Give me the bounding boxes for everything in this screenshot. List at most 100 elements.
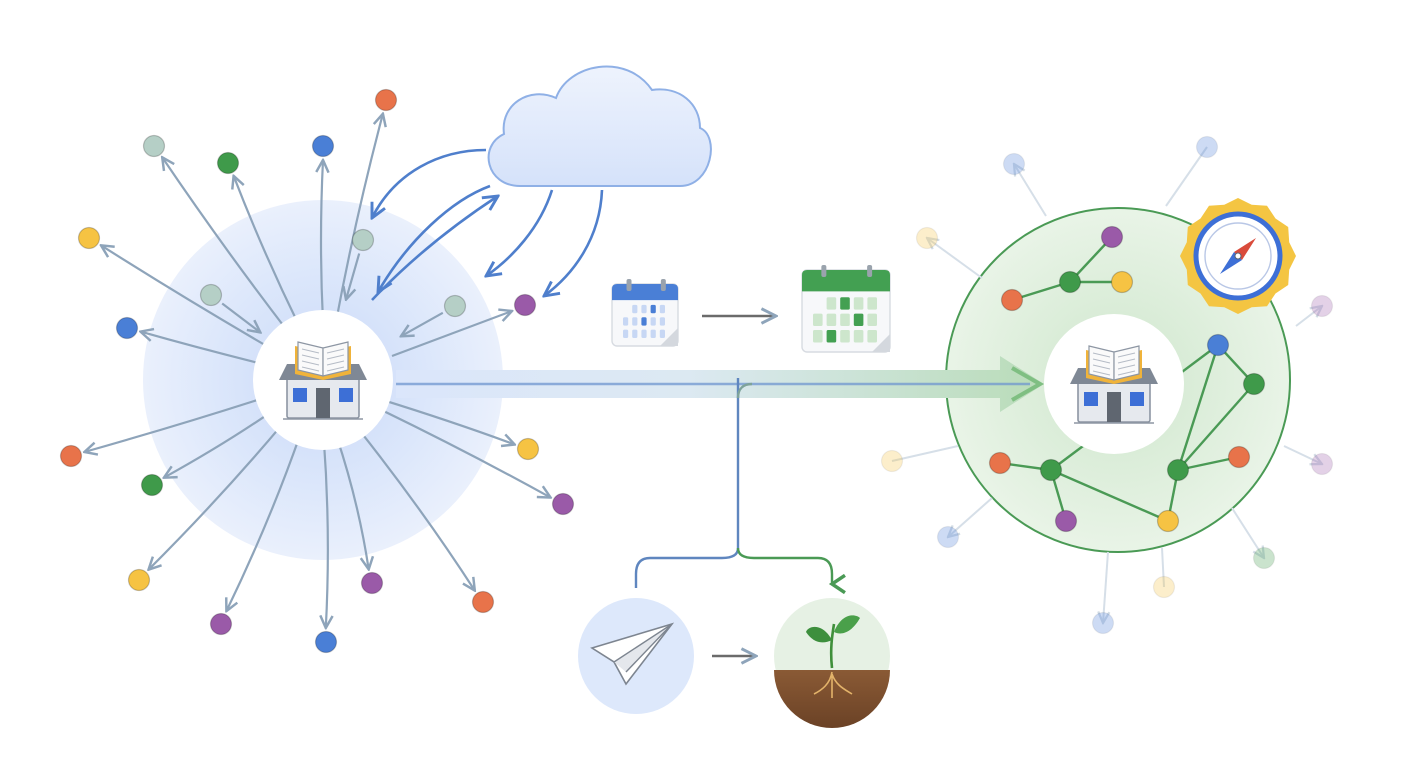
outer-node (59, 444, 83, 468)
faded-node (1002, 152, 1026, 176)
calendar-day (650, 329, 656, 339)
store-door (316, 388, 330, 418)
faded-link (1231, 507, 1264, 558)
flow-arrow-head (1011, 366, 1045, 402)
inner-node (199, 283, 223, 307)
book-page-right (322, 341, 349, 377)
book-line (1092, 370, 1111, 376)
cloud-icon (487, 65, 712, 187)
calendar-ring (626, 279, 632, 291)
calendar-day (840, 297, 850, 310)
network-node (1000, 288, 1024, 312)
book-line (1092, 364, 1111, 370)
calendar-day (632, 329, 638, 339)
spoke-arrow (162, 157, 290, 334)
inward-spoke-arrow (346, 253, 361, 300)
book-line (1117, 364, 1136, 370)
faded-node (915, 226, 939, 250)
calendar-ring (660, 279, 666, 291)
library-store-icon (1044, 314, 1184, 454)
faded-link (1283, 445, 1322, 464)
network-edge (1050, 468, 1169, 523)
layer-spokes (84, 114, 550, 628)
faded-link (1165, 146, 1208, 207)
inner-node (351, 228, 375, 252)
spoke-arrow (324, 437, 328, 628)
book-line (1092, 358, 1111, 364)
book-line (1117, 358, 1136, 364)
outer-node (142, 134, 166, 158)
store-door (1107, 392, 1121, 422)
spoke-arrow (226, 433, 302, 612)
book-page-right (1113, 345, 1140, 381)
sprout-stem (829, 623, 836, 669)
network-node (1039, 458, 1063, 482)
calendar-day (641, 304, 647, 314)
inner-node (443, 294, 467, 318)
layer-cloud (371, 65, 712, 301)
book-line (1092, 352, 1111, 358)
book-line (326, 360, 345, 366)
network-node (1058, 270, 1082, 294)
connector-to-sprout (736, 547, 846, 595)
calendar-day (867, 313, 877, 327)
calendar-day (867, 297, 877, 310)
calendar-day (826, 330, 837, 343)
faded-node (1152, 575, 1176, 599)
calendar-day (650, 304, 656, 314)
faded-node (1091, 611, 1115, 635)
outer-node (314, 630, 338, 654)
calendar-day (641, 329, 647, 339)
layer-faded-links (891, 146, 1322, 623)
store-window (1130, 392, 1144, 406)
network-node (1206, 333, 1230, 357)
faded-node (880, 449, 904, 473)
store-window (339, 388, 353, 402)
network-node (1110, 270, 1134, 294)
book-page-left (297, 341, 324, 377)
spoke-arrow (84, 395, 268, 452)
calendar-day (826, 297, 837, 310)
cloud-sync-arrow (372, 148, 487, 218)
book-line (301, 354, 320, 360)
network-node (1054, 509, 1078, 533)
faded-node (1252, 546, 1276, 570)
calendar-day (826, 313, 837, 327)
calendar-day (813, 313, 823, 327)
inward-spoke-arrow (401, 311, 444, 337)
cloud-sync-arrow (371, 196, 498, 301)
calendar-curl (660, 328, 678, 346)
calendar-icon (611, 279, 679, 347)
outer-node (209, 612, 233, 636)
outer-node (77, 226, 101, 250)
calendar-day (659, 304, 665, 314)
network-node (1242, 372, 1266, 396)
layer-connector (634, 316, 846, 656)
sprout-soil (774, 670, 890, 728)
outer-node (311, 134, 335, 158)
compass-pivot (1234, 252, 1242, 260)
connector-to-plane (634, 378, 740, 588)
sprout-leaf (806, 626, 832, 643)
layer-nodes (59, 88, 1334, 654)
outer-node (127, 568, 151, 592)
calendar-day (813, 330, 823, 343)
spoke-arrow (101, 245, 274, 351)
calendar-day (659, 329, 665, 339)
faded-link (1103, 551, 1108, 623)
faded-link (948, 497, 993, 537)
book-line (301, 348, 320, 354)
book-line (326, 366, 345, 372)
calendar-day (623, 329, 629, 339)
cloud-sync-arrow (544, 189, 604, 296)
outer-node (516, 437, 540, 461)
compass-badge-icon (1180, 198, 1296, 314)
outer-node (216, 151, 240, 175)
store-window (1084, 392, 1098, 406)
library-store-icon (253, 310, 393, 450)
calendar-curl (872, 334, 890, 352)
outer-node (551, 492, 575, 516)
outer-node (374, 88, 398, 112)
